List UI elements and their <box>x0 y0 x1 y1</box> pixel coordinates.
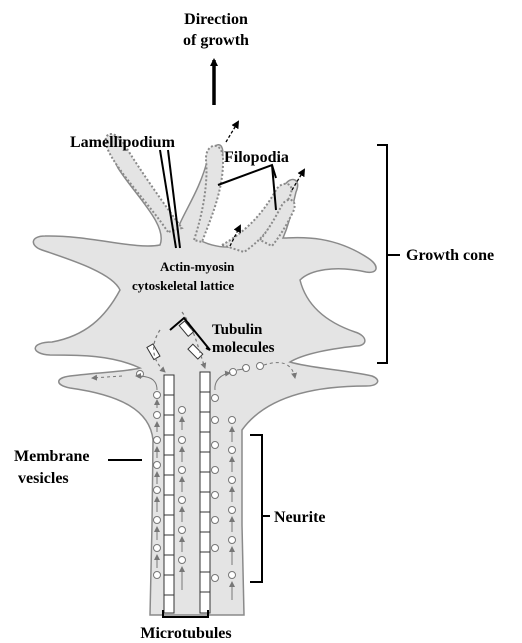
lamellipodium-label: Lamellipodium <box>70 134 176 151</box>
filopodia-label: Filopodia <box>224 149 289 166</box>
microtubules-label: Microtubules <box>140 625 231 642</box>
neurite-bracket <box>250 435 262 582</box>
growth-cone-bracket <box>377 145 387 363</box>
membrane-label-line2: vesicles <box>18 470 69 487</box>
growth-cone-label: Growth cone <box>406 247 494 264</box>
actin-label-line2: cytoskeletal lattice <box>132 278 234 293</box>
neurite-label: Neurite <box>274 509 326 526</box>
direction-label-line1: Direction <box>184 11 248 28</box>
tubulin-label-line2: molecules <box>212 340 275 356</box>
membrane-label-line1: Membrane <box>14 448 90 465</box>
tubulin-label-line1: Tubulin <box>212 322 263 338</box>
direction-label-line2: of growth <box>183 32 249 49</box>
actin-label-line1: Actin-myosin <box>160 259 235 274</box>
